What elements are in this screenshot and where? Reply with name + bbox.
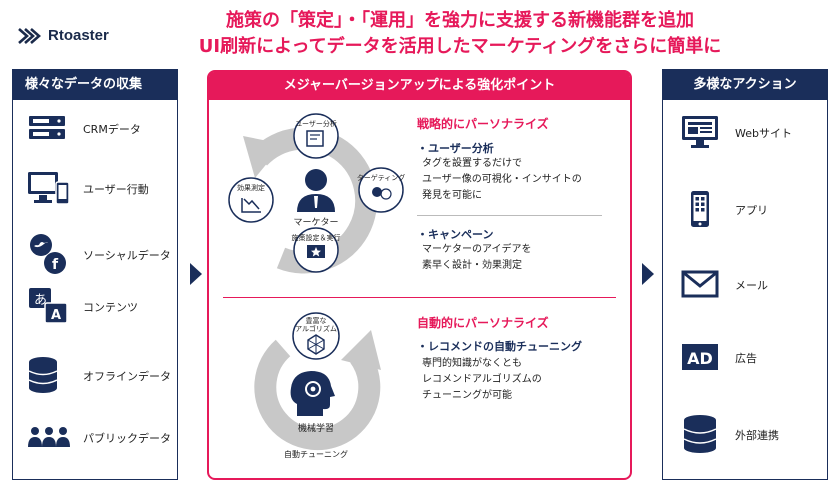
enhancement-points-title: メジャーバージョンアップによる強化ポイント [209,72,630,100]
rtoaster-mark-icon [18,27,41,44]
left-item-label: ユーザー行動 [83,183,149,196]
recommend-tuning-desc: 専門的知識がなくとも レコメンドアルゴリズムの チューニングが可能 [422,358,542,401]
left-item-label: パブリックデータ [83,432,171,445]
monitor-icon [682,116,718,148]
svg-text:豊富な: 豊富な [306,316,327,325]
machine-learning-diagram: 豊富な アルゴリズム 機械学習 自動チューニング [254,312,381,459]
brand-logo: Rtoaster [18,27,109,44]
svg-text:あ: あ [34,293,47,308]
strategic-personalize-title: 戦略的にパーソナライズ [417,117,549,131]
svg-text:ターゲティング: ターゲティング [357,173,406,182]
svg-text:f: f [52,257,59,273]
node-user-analysis: ユーザー分析 [293,113,339,159]
mail-icon [681,270,719,298]
chart-icon [241,198,261,213]
algorithm-node: 豊富な アルゴリズム [292,312,340,360]
targeting-icon [372,187,382,197]
right-item-label: Webサイト [735,127,792,140]
language-icon: あ A [29,288,68,324]
analysis-icon [306,130,324,147]
database-icon [683,415,717,453]
marketer-cycle-diagram: マーケター ユーザー分析 ターゲティング 施策設定＆実行 効果測定 [228,113,406,274]
campaign-subtitle: ・キャンペーン [417,228,494,241]
actions-title: 多様なアクション [663,70,827,100]
flow-arrow-left [190,263,202,285]
social-icon: f [30,234,66,274]
node-targeting: ターゲティング [357,167,406,213]
recommend-tuning-subtitle: ・レコメンドの自動チューニング [417,340,582,353]
smartphone-icon [691,191,709,227]
right-item-label: メール [735,279,768,292]
right-item-label: 外部連携 [735,429,779,442]
headline-line-2: UI刷新によってデータを活用したマーケティングをさらに簡単に [198,36,722,57]
devices-icon [28,172,70,205]
left-item-label: ソーシャルデータ [83,249,171,262]
marketer-label: マーケター [293,217,338,228]
left-item-label: CRMデータ [83,123,141,136]
left-item-label: オフラインデータ [83,370,171,383]
svg-text:ユーザー分析: ユーザー分析 [295,119,337,128]
svg-text:効果測定: 効果測定 [237,183,265,192]
auto-tuning-caption: 自動チューニング [284,449,348,459]
node-effect-measurement: 効果測定 [228,177,274,223]
ad-icon-text: AD [687,349,713,368]
ai-head-icon [290,371,335,416]
right-item-label: 広告 [735,352,757,365]
flow-arrow-right [642,263,654,285]
marketer-person-icon [297,169,335,212]
left-item-label: コンテンツ [83,301,138,314]
brand-name: Rtoaster [48,27,109,44]
campaign-desc: マーケターのアイデアを 素早く設計・効果測定 [422,244,532,271]
data-collection-panel: 様々なデータの収集 CRMデータ ユーザー行動 f ソーシ [12,69,178,480]
node-campaign-execution: 施策設定＆実行 [292,227,341,273]
headline-line-1: 施策の「策定」・「運用」を強力に支援する新機能群を追加 [226,10,694,31]
enhancement-points-panel: メジャーバージョンアップによる強化ポイント マーケター ユーザー分析 ターゲティ… [207,70,632,480]
headline: 施策の「策定」・「運用」を強力に支援する新機能群を追加 UI刷新によってデータを… [150,8,770,60]
svg-text:A: A [51,308,61,323]
user-analysis-subtitle: ・ユーザー分析 [417,142,494,155]
people-icon [28,427,70,447]
user-analysis-desc: タグを設置するだけで ユーザー像の可視化・インサイトの 発見を可能に [422,158,582,201]
ad-icon: AD [682,344,718,370]
svg-text:施策設定＆実行: 施策設定＆実行 [292,233,341,242]
right-item-label: アプリ [735,204,768,217]
auto-personalize-title: 自動的にパーソナライズ [417,316,549,330]
svg-text:アルゴリズム: アルゴリズム [295,324,337,333]
machine-learning-label: 機械学習 [298,422,334,434]
server-icon [29,116,65,139]
data-collection-title: 様々なデータの収集 [13,70,177,100]
database-icon [28,357,58,393]
section-divider [223,297,616,298]
actions-panel: 多様なアクション Webサイト アプリ [662,69,828,480]
inner-divider [417,215,602,216]
network-icon [307,334,325,355]
